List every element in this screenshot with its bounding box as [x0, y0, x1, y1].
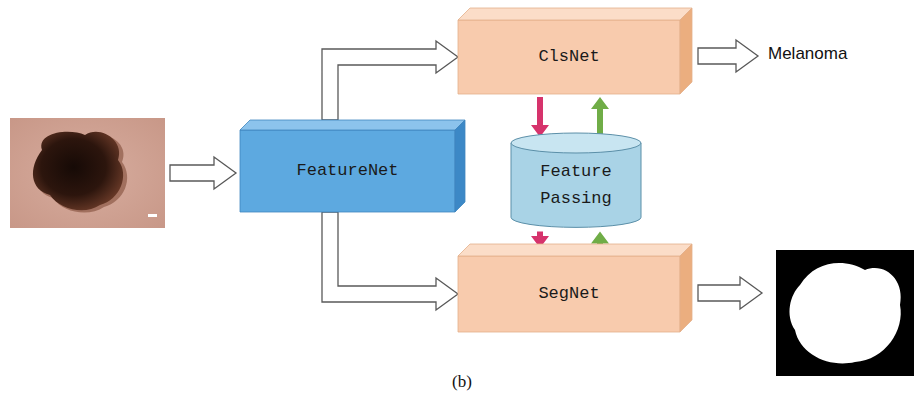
node-label: FeatureNet	[296, 157, 398, 184]
output-arrow	[698, 40, 758, 72]
box-top	[458, 244, 692, 256]
lesion-photo	[10, 118, 165, 228]
box-side	[680, 244, 692, 332]
box-top	[240, 120, 465, 130]
skin-background	[10, 118, 165, 228]
figure-caption: (b)	[452, 372, 472, 392]
cylinder-top	[511, 133, 641, 153]
box-side	[680, 8, 692, 94]
lesion	[33, 132, 123, 210]
node-face: ClsNet	[458, 20, 680, 94]
node-label: ClsNet	[538, 43, 599, 70]
box-top	[458, 8, 692, 20]
box-front	[458, 20, 680, 94]
box-side	[455, 120, 465, 212]
flow-arrow	[322, 41, 458, 120]
node-face: FeatureNet	[240, 130, 455, 212]
pass-up-arrow	[591, 97, 609, 137]
node-face: Feature Passing	[510, 152, 642, 218]
box-front	[458, 256, 680, 332]
mask-region	[790, 263, 901, 364]
classifier-box: ClsNet	[458, 8, 692, 94]
node-label: Feature Passing	[537, 158, 615, 212]
feature-passing-cylinder: Feature Passing	[510, 132, 642, 228]
box-front	[240, 130, 455, 212]
output-arrow	[698, 277, 762, 309]
mask-background	[776, 250, 914, 376]
node-face: SegNet	[458, 256, 680, 332]
segmentation-box: SegNet	[458, 244, 692, 332]
node-label: SegNet	[538, 280, 599, 307]
pass-down-arrow	[531, 97, 549, 137]
class-output-label: Melanoma	[768, 44, 847, 64]
scale-mark	[148, 214, 157, 217]
cylinder-body	[511, 143, 641, 227]
flow-arrow	[322, 212, 458, 310]
input-arrow	[170, 157, 236, 189]
segmentation-mask	[776, 250, 914, 376]
feature-box: FeatureNet	[240, 120, 465, 212]
